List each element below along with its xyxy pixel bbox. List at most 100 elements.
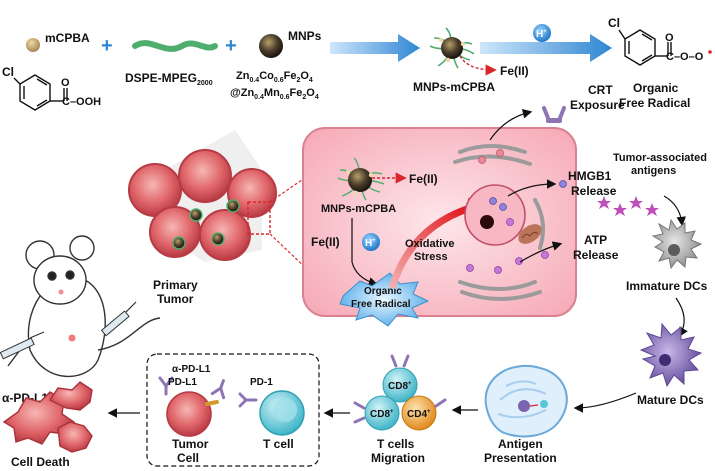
mcpba-label: mCPBA <box>45 31 90 45</box>
antigens-line-1: Tumor-associated <box>613 152 707 164</box>
mnps-mcpba-cell <box>337 157 385 201</box>
burst-line-2: Free Radical <box>351 299 411 310</box>
fe2-top-label: Fe(II) <box>500 64 529 78</box>
synthesis-arrow <box>330 34 420 62</box>
mnps-label: MNPs <box>288 29 322 43</box>
mcpba-cl-label: Cl <box>2 65 14 79</box>
radical-benzene-structure <box>618 29 672 66</box>
mcpba-reagent: mCPBA Cl O C–OOH <box>2 31 101 111</box>
peg-chain-shape <box>132 40 218 52</box>
checkpoint-box <box>146 353 320 467</box>
dspe-mpeg-reagent: DSPE-MPEG2000 <box>125 40 218 87</box>
radical-title-line-1: Organic <box>633 81 679 95</box>
endoplasmic-reticulum <box>453 144 546 301</box>
cell-reaction-arrow <box>351 218 379 287</box>
mouse-illustration <box>7 235 161 378</box>
t-cells-migration-line-1: T cells <box>377 437 415 451</box>
cd4-cell <box>401 395 447 431</box>
mitochondrion <box>518 224 542 244</box>
zoom-box <box>247 201 271 235</box>
mouse-ear-right <box>69 235 95 261</box>
fe2-release-arrow-top <box>459 55 497 76</box>
mnps-reagent: MNPs Zn0.4Co0.6Fe2O4 @Zn0.4Mn0.6Fe2O4 <box>230 29 322 101</box>
antigens-line-2: antigens <box>631 165 676 177</box>
crt-receptor-icon <box>542 106 566 123</box>
mcpba-benzene-structure <box>13 74 68 111</box>
immature-dc-label: Immature DCs <box>626 279 708 293</box>
pdl1-label: PD-L1 <box>168 377 197 388</box>
hmgb1-line-1: HMGB1 <box>568 169 612 183</box>
cd8-left-label: CD8+ <box>370 409 394 420</box>
fe2-left-label: Fe(II) <box>311 235 340 249</box>
radical-dot <box>708 50 712 54</box>
dead-cells-icon <box>2 381 93 453</box>
alpha-pdl1-antibody-icon <box>158 376 226 400</box>
oxidative-stress-line-1: Oxidative <box>405 238 455 250</box>
plus-sign-2: + <box>225 35 237 57</box>
h-plus-badge-top: H+ <box>533 24 551 42</box>
tumor-cluster <box>128 130 346 306</box>
alpha-pdl1-box-label: α-PD-L1 <box>172 364 211 375</box>
h-plus-cell-label: H+ <box>365 238 376 249</box>
cell-death-label: Cell Death <box>11 455 70 469</box>
mouse-head <box>33 255 87 305</box>
cd8-cell-left <box>353 395 400 431</box>
mouse-leg <box>7 349 21 367</box>
checkpoint-tumor-line-1: Tumor <box>172 437 209 451</box>
oxidative-stress-line-2: Stress <box>414 251 448 263</box>
organic-radical-burst: Organic Free Radical <box>339 272 430 327</box>
hmgb1-arrow <box>507 179 557 197</box>
mcpba-o-label: O <box>61 77 70 89</box>
hmgb1-line-2: Release <box>571 184 617 198</box>
crt-line-2: Exposure <box>570 98 625 112</box>
atp-line-1: ATP <box>584 233 607 247</box>
oxidative-stress-arrow <box>388 204 472 290</box>
checkpoint-tumor-cell <box>166 391 219 437</box>
radical-title-line-2: Free Radical <box>619 96 690 110</box>
antigen-to-dc-arrow <box>663 195 687 227</box>
peg-label: DSPE-MPEG2000 <box>125 71 213 87</box>
fe2-cell-label: Fe(II) <box>409 172 438 186</box>
checkpoint-tumor-line-2: Cell <box>177 451 199 465</box>
checkpoint-t-cell <box>259 390 305 436</box>
antigen-presentation-line-1: Antigen <box>498 437 543 451</box>
mcpba-cooh-label: C–OOH <box>62 96 101 108</box>
burst-line-1: Organic <box>364 286 402 297</box>
cd8-cell-top <box>382 354 418 403</box>
mnps-mcpba-top-label: MNPs-mCPBA <box>413 80 495 94</box>
mouse-tumor-site <box>68 334 76 342</box>
atp-arrow <box>519 241 563 263</box>
mnps-mcpba-cell-label: MNPs-mCPBA <box>321 203 396 215</box>
nucleus <box>464 184 526 246</box>
syringe-left <box>0 331 45 360</box>
crt-line-1: CRT <box>588 83 613 97</box>
mature-dc-label: Mature DCs <box>637 393 704 407</box>
t-cells-migration-line-2: Migration <box>371 451 425 465</box>
mature-dc-icon <box>639 322 703 388</box>
dam-molecules <box>466 149 549 274</box>
pd1-label: PD-1 <box>250 377 273 388</box>
primary-tumor-line-2: Tumor <box>157 292 194 306</box>
crt-arrow <box>489 109 533 141</box>
mouse-tail <box>97 317 161 351</box>
primary-tumor-line-1: Primary <box>153 278 198 292</box>
lymph-node-icon <box>484 364 568 438</box>
atp-line-2: Release <box>573 248 619 262</box>
checkpoint-tcell-label: T cell <box>263 437 294 451</box>
antigen-stars <box>597 196 659 216</box>
formula-line-2: @Zn0.4Mn0.6Fe2O4 <box>230 87 319 101</box>
plus-sign-1: + <box>101 35 113 57</box>
mnps-mcpba-top: MNPs-mCPBA Fe(II) <box>413 27 529 94</box>
dc-to-presentation-arrow <box>573 392 637 413</box>
pd1-receptor-icon <box>238 392 258 408</box>
syringe-right <box>100 301 137 337</box>
radical-group-label: C–O–O <box>666 51 704 63</box>
radical-cl-label: Cl <box>608 16 620 30</box>
immature-dc-icon <box>651 218 703 270</box>
mnps-mcpba-top-core <box>441 37 463 59</box>
h-plus-top-label: H+ <box>536 29 547 40</box>
hmgb1-icon <box>559 180 567 188</box>
cd4-label: CD4+ <box>407 409 431 420</box>
mcpba-particle <box>26 38 40 52</box>
